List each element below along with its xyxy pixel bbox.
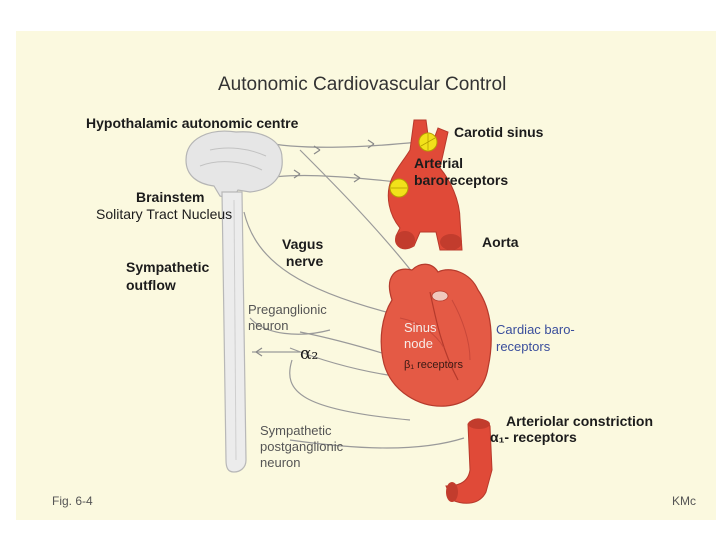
label-solitary-tract: Solitary Tract Nucleus — [96, 206, 233, 222]
label-alpha1-receptors: α₁- receptors — [490, 429, 577, 445]
vagus-efferent-pathway — [243, 211, 411, 319]
label-vagus-nerve: Vagus nerve — [282, 236, 324, 269]
credit-label: KMc — [672, 494, 696, 508]
label-sympathetic-outflow: Sympathetic outflow — [126, 259, 210, 293]
diagram-panel — [16, 31, 716, 520]
spinal-cord — [221, 191, 247, 473]
label-sympathetic-postganglionic: Sympathetic postganglionic neuron — [260, 423, 344, 470]
label-arterial-baroreceptors: Arterial baroreceptors — [414, 155, 509, 188]
alpha1-pathway — [289, 437, 465, 449]
label-carotid-sinus: Carotid sinus — [454, 124, 544, 140]
diagram-title: Autonomic Cardiovascular Control — [218, 74, 507, 95]
carotid-afferent-pathway — [261, 141, 419, 148]
figure-label: Fig. 6-4 — [52, 494, 93, 508]
label-aorta: Aorta — [482, 234, 519, 250]
brain — [185, 130, 283, 201]
postganglionic-pathway — [289, 359, 411, 421]
label-hypothalamic: Hypothalamic autonomic centre — [86, 115, 299, 131]
heart — [380, 263, 492, 407]
label-cardiac-baroreceptors: Cardiac baro- receptors — [496, 322, 575, 354]
label-sinus-node: Sinus node — [404, 320, 437, 351]
label-arteriolar-constriction: Arteriolar constriction — [506, 413, 654, 429]
label-preganglionic-neuron: Preganglionic neuron — [248, 302, 327, 333]
preganglionic-pathway — [249, 317, 331, 335]
label-brainstem: Brainstem — [136, 189, 205, 205]
cardiac-afferent-pathway — [299, 149, 421, 283]
label-beta1-receptors: β₁ receptors — [404, 359, 463, 371]
label-alpha2: α₂ — [300, 344, 319, 364]
